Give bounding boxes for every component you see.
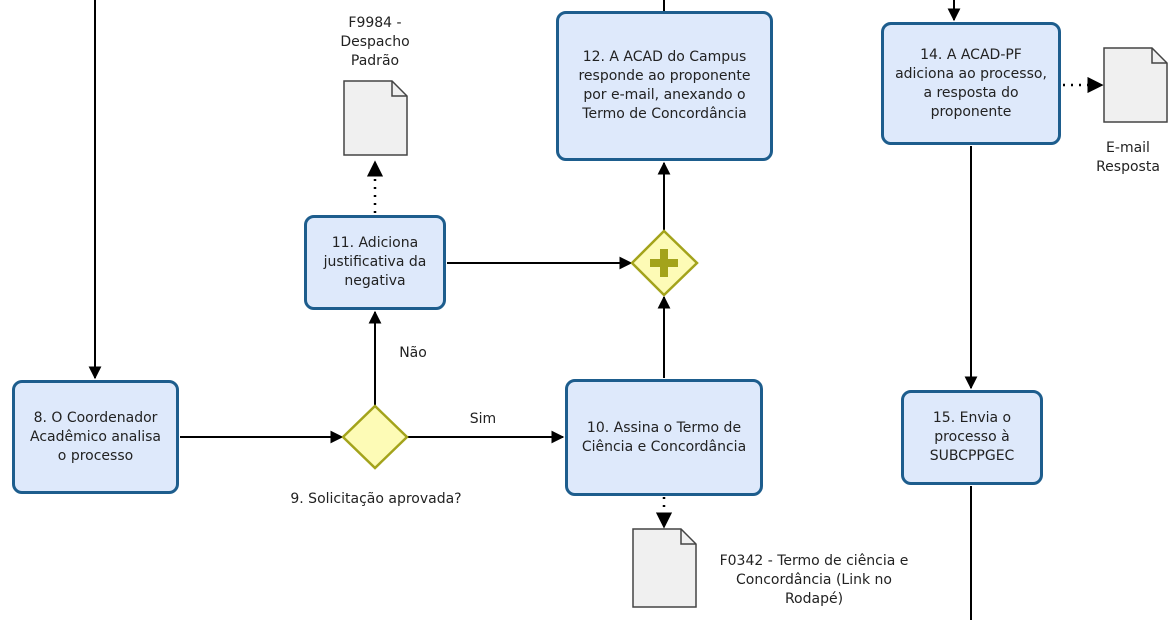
task-14-acad-pf-adds-response[interactable]: 14. A ACAD-PF adiciona ao processo, a re… xyxy=(881,22,1061,145)
decision-gateway xyxy=(341,404,409,470)
document-label-f9984: F9984 - Despacho Padrão xyxy=(340,15,410,69)
task-11-add-justification[interactable]: 11. Adiciona justificativa da negativa xyxy=(304,215,446,310)
document-label-f0342: F0342 - Termo de ciência e Concordância … xyxy=(719,553,909,607)
task-15-send-process[interactable]: 15. Envia o processo à SUBCPPGEC xyxy=(901,390,1043,485)
plus-icon xyxy=(650,249,678,277)
flow-label-no: Não xyxy=(399,345,427,361)
task-12-acad-responds[interactable]: 12. A ACAD do Campus responde ao propone… xyxy=(556,11,773,161)
gateway-label: 9. Solicitação aprovada? xyxy=(290,491,462,507)
task-8-coordinator-analyzes[interactable]: 8. O Coordenador Acadêmico analisa o pro… xyxy=(12,380,179,494)
task-10-sign-term[interactable]: 10. Assina o Termo de Ciência e Concordâ… xyxy=(565,379,763,496)
document-label-email: E-mail Resposta xyxy=(1096,140,1160,175)
document-icon xyxy=(632,528,697,608)
flow-label-yes: Sim xyxy=(469,411,497,427)
document-icon xyxy=(1103,47,1168,123)
document-icon xyxy=(343,80,408,156)
